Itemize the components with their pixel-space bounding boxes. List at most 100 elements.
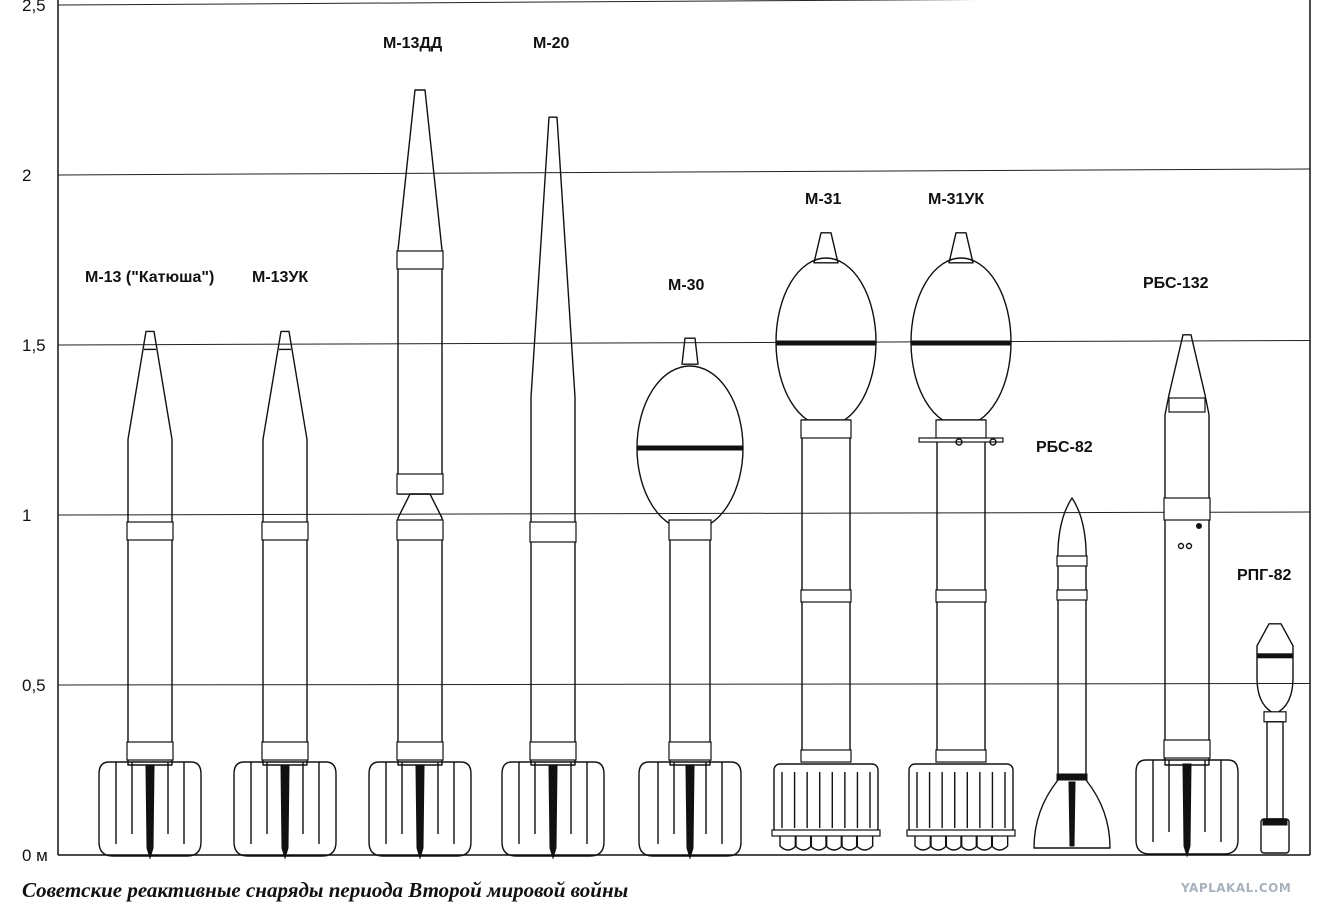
rocket-motor — [801, 419, 851, 752]
band-ring — [1163, 497, 1211, 521]
grenade-tube — [1266, 721, 1284, 820]
nozzle-bell — [825, 836, 843, 851]
rocket-m20 — [501, 116, 605, 860]
spin-hole — [989, 438, 997, 446]
rocket-m31 — [771, 232, 881, 851]
band-ring — [1262, 818, 1288, 826]
nozzle-bell — [944, 836, 963, 851]
rocket-label-m31: М-31 — [805, 191, 842, 208]
band-ring — [396, 473, 444, 495]
rocket-m30 — [636, 337, 744, 860]
stabilizer-fins — [1135, 759, 1239, 855]
rocket-label-rpg82: РПГ-82 — [1237, 567, 1291, 584]
nose-fuse — [681, 337, 699, 365]
nozzle-bell — [794, 836, 813, 851]
nose-fuse — [813, 232, 839, 264]
nozzle — [1068, 781, 1076, 847]
band-ring — [1056, 555, 1088, 567]
gridline — [57, 511, 1311, 516]
stabilizer-cluster — [773, 763, 879, 835]
nozzle — [1182, 763, 1192, 858]
band-ring — [529, 521, 577, 543]
port-hole — [1185, 542, 1193, 550]
band-ring — [1056, 773, 1088, 781]
gridline — [57, 168, 1311, 176]
band-ring — [396, 250, 444, 270]
band-ring — [636, 445, 744, 451]
grid-layer: 2,521,510,50 м — [22, 0, 1311, 865]
band-ring — [1263, 711, 1287, 723]
nozzle-bell — [975, 836, 994, 851]
rocket-label-m13uk: М-13УК — [252, 269, 308, 286]
nozzle-bell — [809, 836, 828, 851]
band-ring — [1168, 397, 1206, 413]
band-ring — [668, 519, 712, 541]
nozzle-bell — [779, 836, 797, 851]
rocket-label-rbs132: РБС-132 — [1143, 275, 1209, 292]
base-plate — [771, 829, 881, 837]
nozzle — [145, 765, 155, 860]
band-ring — [1056, 589, 1088, 601]
rocket-body — [530, 116, 576, 766]
stabilizer-fins — [368, 761, 472, 857]
nozzle — [548, 765, 558, 860]
nozzle-bell — [914, 836, 932, 851]
band-ring — [126, 741, 174, 761]
band-ring — [775, 340, 877, 346]
band-ring — [1256, 653, 1294, 659]
rocket-motor — [669, 529, 711, 766]
rocket-upper — [397, 89, 443, 495]
nozzle — [685, 765, 695, 860]
y-tick-label: 0,5 — [22, 676, 46, 695]
band-ring — [396, 741, 444, 761]
rockets-layer — [98, 89, 1294, 860]
band-ring — [668, 741, 712, 761]
band-ring — [910, 340, 1012, 346]
base-plate — [906, 829, 1016, 837]
gridline — [57, 0, 977, 6]
port-hole — [1177, 542, 1185, 550]
band-ring — [261, 741, 309, 761]
rocket-motor — [936, 419, 986, 752]
labels-layer: М-13 ("Катюша") М-13УК М-13ДД М-20М-30 М-31 М… — [85, 35, 1291, 584]
rocket-lower — [397, 493, 443, 766]
rocket-body — [1057, 497, 1087, 776]
rocket-label-m13dd: М-13ДД — [383, 35, 443, 52]
nozzle-bell — [840, 836, 859, 851]
y-tick-label: 1 — [22, 506, 31, 525]
band-ring — [529, 741, 577, 761]
nozzle-bell — [960, 836, 978, 851]
y-tick-label: 0 м — [22, 846, 48, 865]
y-tick-label: 2,5 — [22, 0, 46, 15]
rocket-m13 — [98, 330, 202, 860]
stabilizer-fins — [233, 761, 337, 857]
rocket-label-rbs82: РБС-82 — [1036, 439, 1093, 456]
rocket-rpg82 — [1256, 623, 1294, 854]
band-ring — [1163, 739, 1211, 759]
rocket-body — [1164, 334, 1210, 766]
rocket-rbs132 — [1135, 334, 1239, 858]
band-ring — [800, 749, 852, 763]
band-ring — [935, 749, 987, 763]
band-ring — [935, 589, 987, 603]
rocket-m13dd — [368, 89, 472, 860]
rocket-body — [127, 330, 173, 766]
y-tick-label: 1,5 — [22, 336, 46, 355]
watermark: YAPLAKAL.COM — [1180, 881, 1291, 895]
rocket-body — [262, 330, 308, 766]
port-hole — [1196, 523, 1202, 529]
nozzle — [280, 765, 290, 860]
stabilizer-fins — [1033, 779, 1111, 849]
stabilizer-cluster — [908, 763, 1014, 835]
rocket-label-m30: М-30 — [668, 277, 705, 294]
stabilizer-fins — [98, 761, 202, 857]
rocket-label-m20: М-20 — [533, 35, 570, 52]
rocket-m13uk — [233, 330, 337, 860]
rocket-label-m31uk: М-31УК — [928, 191, 984, 208]
nozzle-bell — [855, 836, 874, 851]
stabilizer-fins — [638, 761, 742, 857]
band-ring — [396, 519, 444, 541]
nozzle — [415, 765, 425, 860]
rocket-label-m13: М-13 ("Катюша") — [85, 269, 214, 286]
